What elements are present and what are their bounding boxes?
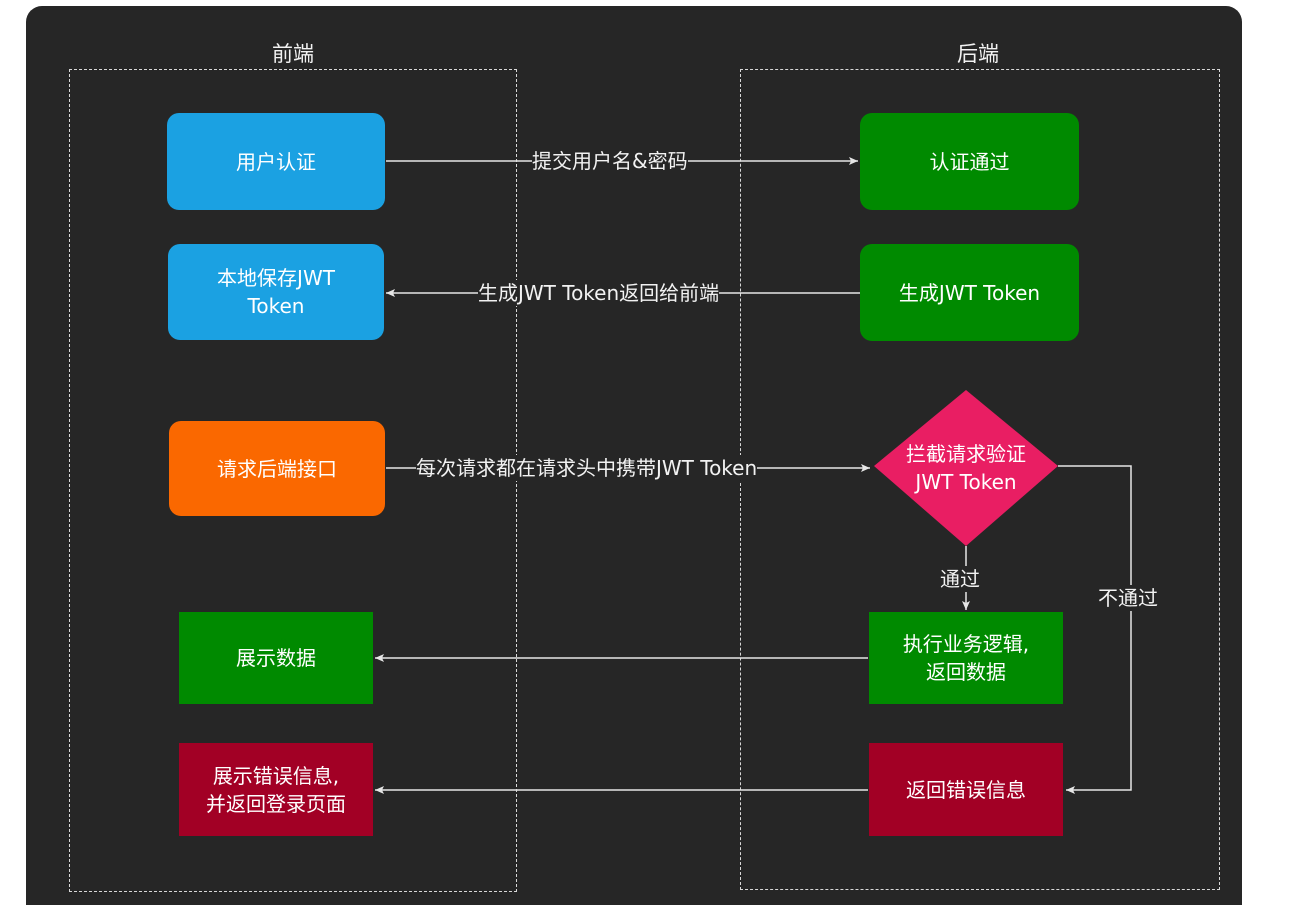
fail-label: 不通过 <box>1098 585 1158 611</box>
user-auth-label: 用户认证 <box>236 149 316 174</box>
show-data-node: 展示数据 <box>179 612 373 704</box>
submit-credentials-label: 提交用户名&密码 <box>532 148 688 174</box>
save-token-label: 本地保存JWT Token <box>217 266 335 318</box>
auth-pass-node: 认证通过 <box>860 113 1079 210</box>
show-error-label: 展示错误信息, 并返回登录页面 <box>206 763 346 816</box>
auth-pass-label: 认证通过 <box>929 149 1010 174</box>
return-token-label: 生成JWT Token返回给前端 <box>478 280 720 306</box>
return-error-label: 返回错误信息 <box>906 777 1026 802</box>
gen-token-label: 生成JWT Token <box>898 280 1041 305</box>
request-api-node: 请求后端接口 <box>169 421 385 516</box>
gen-token-node: 生成JWT Token <box>860 244 1079 341</box>
carry-token-label: 每次请求都在请求头中携带JWT Token <box>416 455 758 481</box>
exec-logic-node: 执行业务逻辑, 返回数据 <box>869 612 1063 704</box>
frontend-lane-title: 前端 <box>272 42 314 66</box>
request-api-label: 请求后端接口 <box>217 456 337 481</box>
pass-label: 通过 <box>940 566 980 592</box>
exec-logic-label: 执行业务逻辑, 返回数据 <box>902 632 1030 684</box>
show-data-label: 展示数据 <box>236 646 316 670</box>
backend-lane-title: 后端 <box>957 42 999 66</box>
save-token-node: 本地保存JWT Token <box>168 244 384 340</box>
show-error-node: 展示错误信息, 并返回登录页面 <box>179 743 373 836</box>
intercept-label: 拦截请求验证 JWT Token <box>906 442 1026 494</box>
user-auth-node: 用户认证 <box>167 113 385 210</box>
return-error-node: 返回错误信息 <box>869 743 1063 836</box>
